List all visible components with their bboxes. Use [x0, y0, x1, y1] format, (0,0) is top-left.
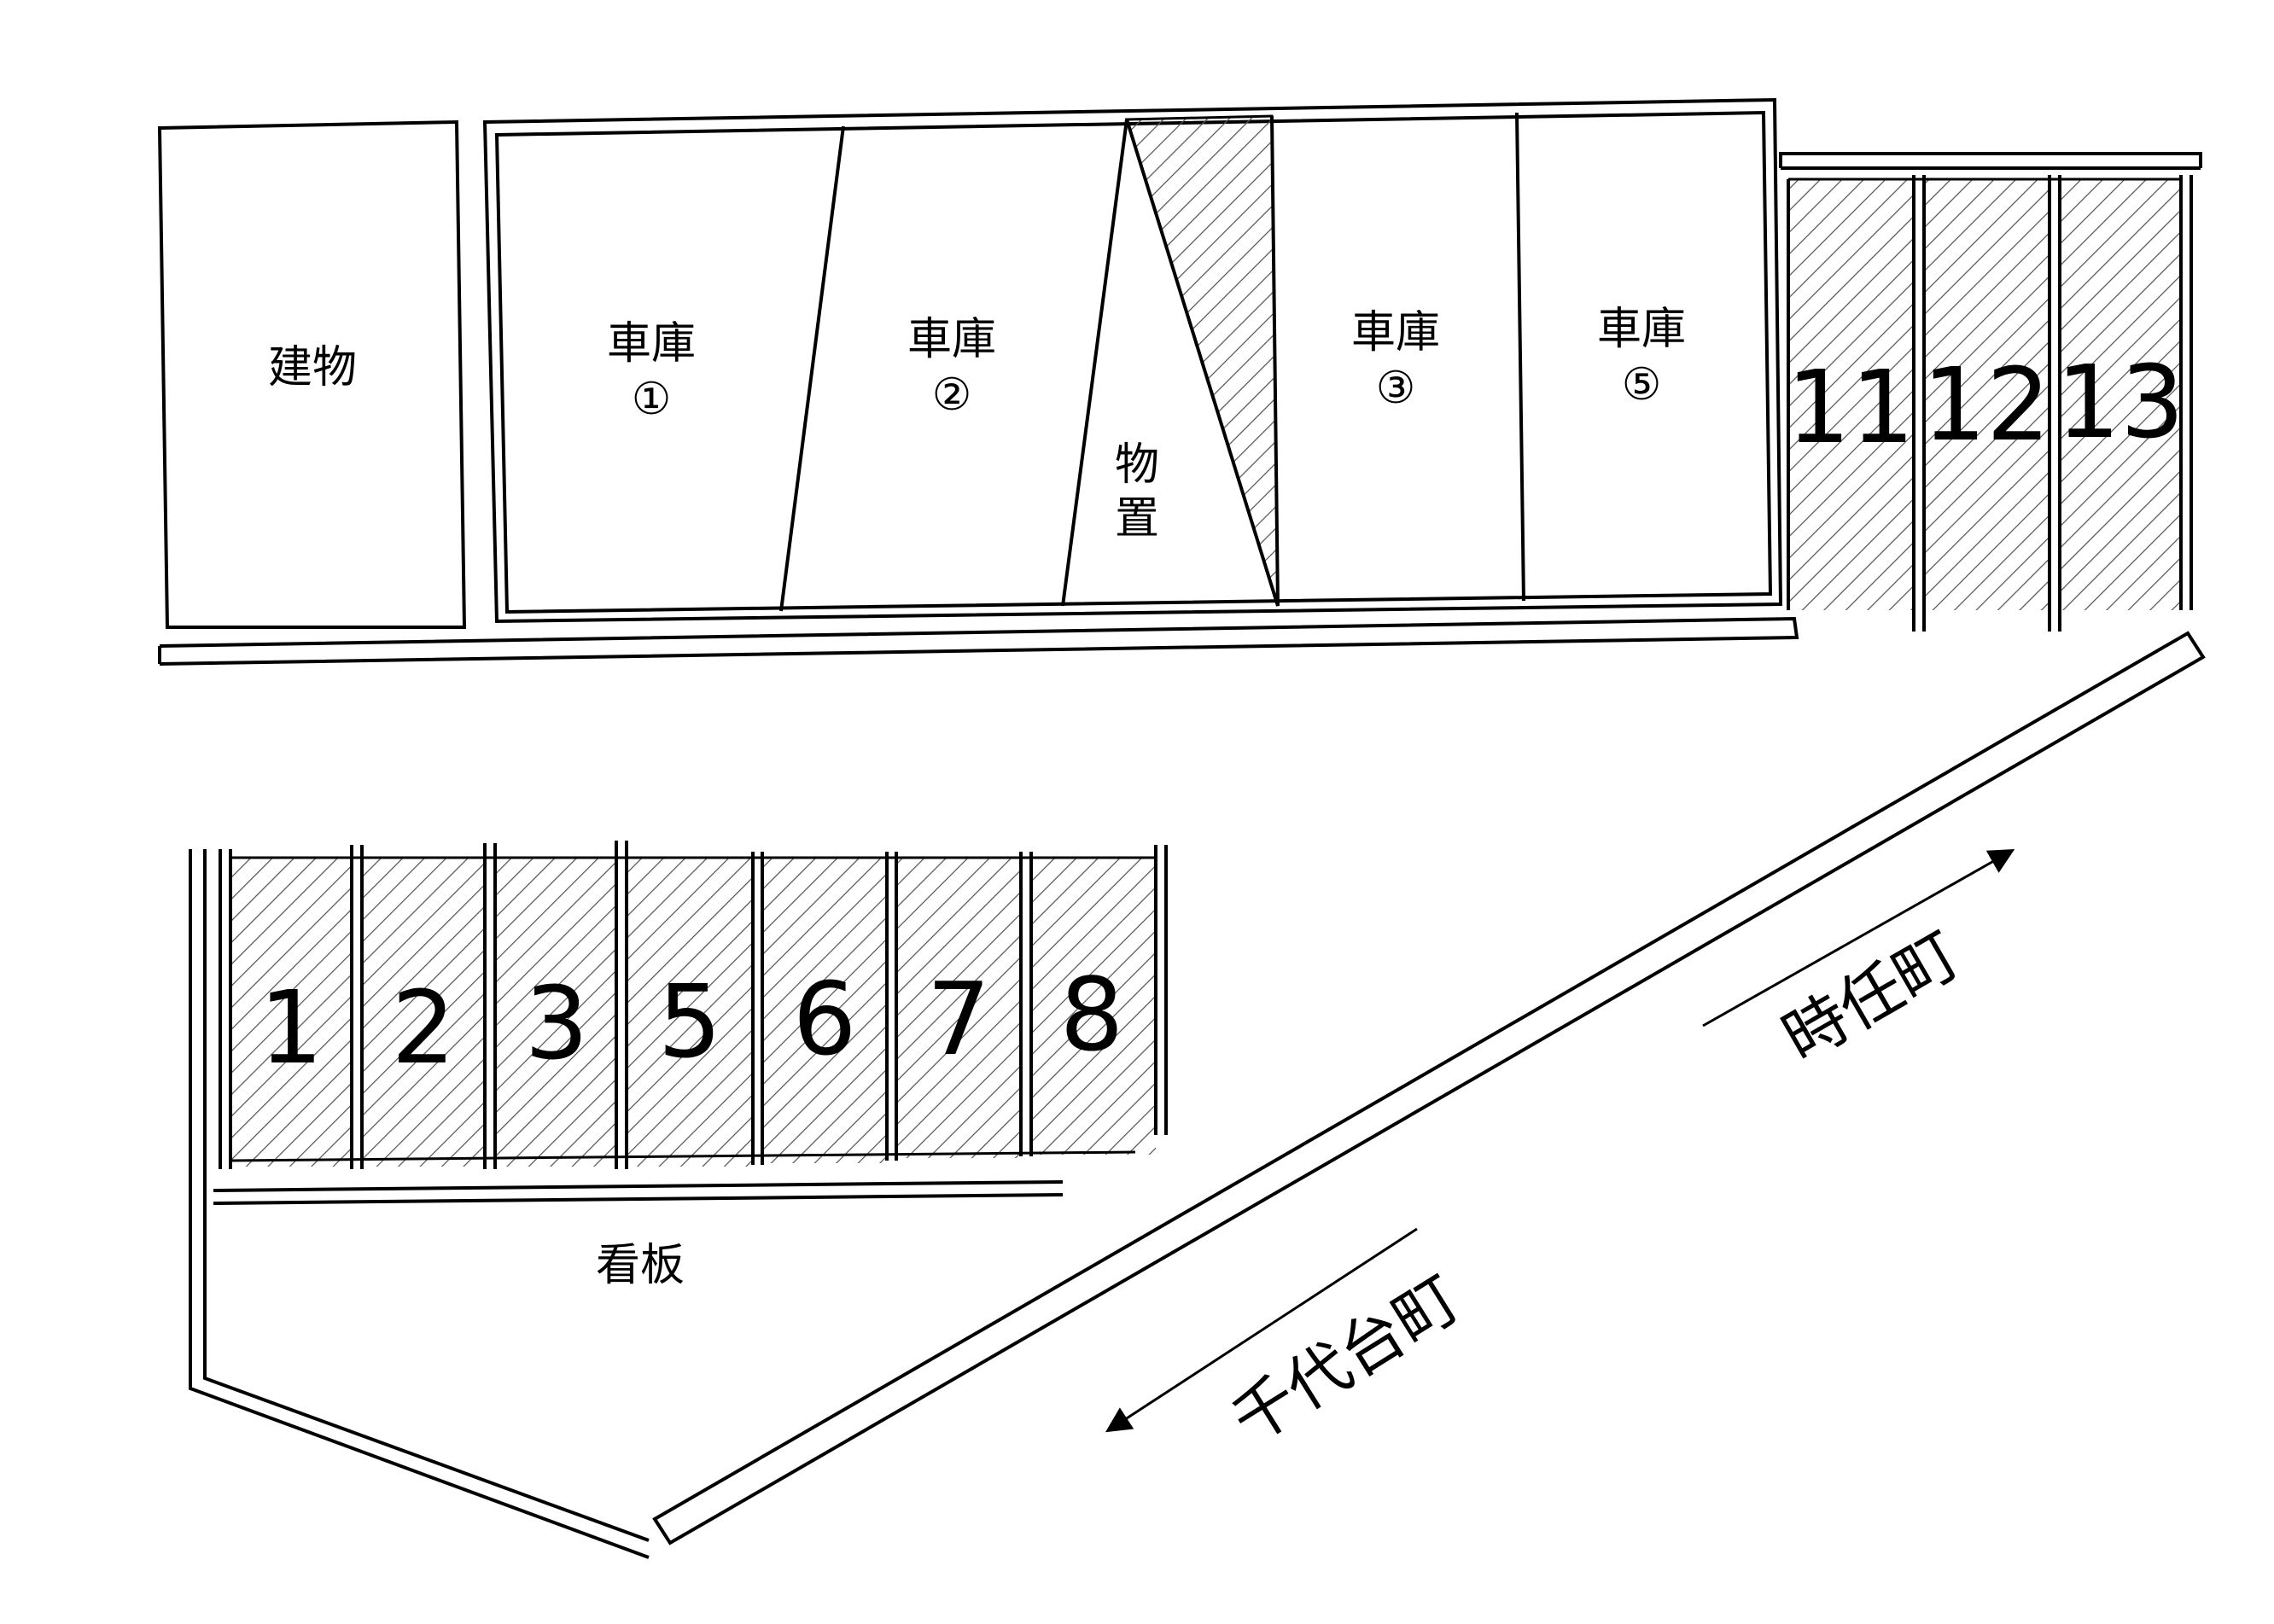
garage-2-label: 車庫	[907, 314, 996, 365]
garage-2-number: ②	[932, 370, 972, 421]
arrow-left-icon	[1105, 1227, 1418, 1433]
garage-2: 車庫 ②	[907, 314, 996, 421]
garage-5-label: 車庫	[1597, 304, 1686, 355]
direction-left-label: 千代台町	[1219, 1262, 1472, 1458]
road-edge-top	[158, 616, 1799, 666]
space-5-label: 5	[657, 963, 721, 1080]
storage-label-1: 物	[1115, 439, 1159, 491]
garage-1-number: ①	[632, 374, 672, 425]
garage-block: 車庫 ① 車庫 ② 物 置 車庫 ③ 車庫 ⑤	[482, 97, 1783, 624]
diagonal-road-strip	[652, 631, 2206, 1545]
garage-1-label: 車庫	[607, 318, 696, 370]
garage-5: 車庫 ⑤	[1597, 304, 1686, 410]
space-7-label: 7	[926, 960, 990, 1078]
garage-3: 車庫 ③	[1351, 307, 1440, 414]
space-13-label: 13	[2056, 343, 2184, 461]
garage-3-label: 車庫	[1351, 307, 1440, 358]
building: 建物	[157, 119, 467, 629]
storage: 物 置	[1115, 439, 1159, 544]
garage-5-number: ⑤	[1622, 359, 1662, 410]
signboard-label: 看板	[596, 1240, 685, 1291]
space-12-label: 12	[1922, 346, 2050, 463]
space-2-label: 2	[391, 969, 455, 1086]
garage-3-number: ③	[1376, 363, 1416, 414]
space-1-label: 1	[259, 969, 323, 1086]
space-8-label: 8	[1059, 956, 1123, 1074]
storage-label-2: 置	[1115, 493, 1159, 544]
upper-parking: 11 12 13	[1779, 152, 2202, 632]
garage-1: 車庫 ①	[607, 318, 696, 425]
space-3-label: 3	[524, 964, 588, 1082]
space-11-label: 11	[1787, 348, 1915, 466]
building-label: 建物	[268, 342, 357, 393]
direction-right-label: 時任町	[1771, 918, 1972, 1076]
arrow-right-icon	[1702, 849, 2015, 1027]
lower-parking: 1 2 3 5 6 7 8	[189, 841, 1168, 1559]
space-6-label: 6	[792, 960, 856, 1078]
direction-left: 千代台町	[1105, 1227, 1472, 1458]
